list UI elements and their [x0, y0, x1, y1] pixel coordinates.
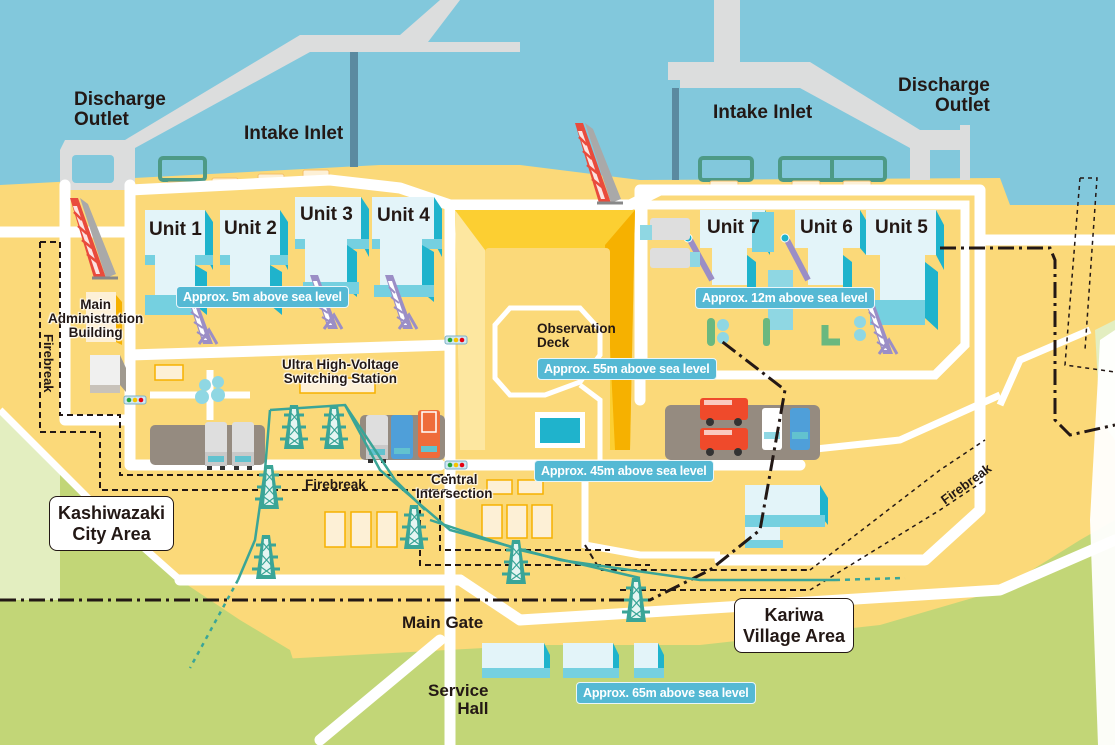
unit-2-label: Unit 2	[224, 218, 277, 239]
green-area-bottom	[170, 520, 1115, 745]
truck-icon	[232, 422, 254, 470]
truck-icon	[205, 422, 227, 470]
transmission-lines	[236, 403, 835, 582]
unit-4-label: Unit 4	[377, 205, 430, 226]
unit-1-label: Unit 1	[149, 219, 202, 240]
kariwa-village-area-label: Kariwa Village Area	[734, 598, 855, 654]
pier-right	[668, 0, 970, 180]
pool	[540, 418, 580, 443]
kashiwazaki-city-area-label: Kashiwazaki City Area	[49, 496, 175, 552]
discharge-outlet-right-label: Discharge Outlet	[898, 75, 990, 116]
truck-icon	[366, 415, 388, 463]
traffic-light-icon	[444, 460, 468, 470]
unit-buildings-1-4	[145, 197, 442, 315]
intake-inlet-right-label: Intake Inlet	[713, 102, 813, 123]
intake-inlet-left-label: Intake Inlet	[244, 123, 344, 144]
switching-station-building	[299, 377, 376, 394]
truck-icon	[640, 218, 700, 268]
elevation-badge-units-1-4: Approx. 5m above sea level	[176, 286, 349, 308]
switching-station-label: Ultra High-Voltage Switching Station	[282, 357, 399, 387]
observation-deck	[492, 305, 603, 398]
traffic-light-icon	[444, 335, 468, 345]
warehouse-buildings	[324, 479, 828, 678]
elevation-badge-observation-deck: Approx. 55m above sea level	[537, 358, 717, 380]
unit-7-label: Unit 7	[707, 217, 760, 238]
truck-icon	[391, 415, 413, 459]
unit-5-label: Unit 5	[875, 217, 928, 238]
firebreak-center-label: Firebreak	[305, 477, 366, 492]
unit-buildings-5-7	[700, 210, 944, 330]
fire-truck-icon	[418, 410, 440, 458]
pier-left	[60, 0, 520, 190]
fire-truck-icon	[700, 428, 748, 456]
service-hall-label: Service Hall	[428, 681, 489, 718]
unit-3-label: Unit 3	[300, 204, 353, 225]
truck-icon	[790, 408, 810, 450]
elevation-badge-service-hall: Approx. 65m above sea level	[576, 682, 756, 704]
main-admin-building-label: Main Administration Building	[48, 297, 144, 341]
unit-6-label: Unit 6	[800, 217, 853, 238]
elevation-badge-central: Approx. 45m above sea level	[534, 460, 714, 482]
main-gate-label: Main Gate	[402, 613, 484, 632]
intake-screen-left	[158, 156, 207, 182]
firebreak-left-label: Firebreak	[41, 334, 56, 393]
elevation-badge-units-5-7: Approx. 12m above sea level	[695, 287, 875, 309]
central-intersection-label: Central Intersection	[416, 472, 493, 502]
traffic-light-icon	[123, 395, 147, 405]
tanks	[195, 376, 225, 404]
fire-truck-icon	[700, 398, 748, 426]
boundary-line	[0, 246, 1115, 602]
observation-deck-label: Observation Deck	[537, 321, 616, 351]
discharge-outlet-left-label: Discharge Outlet	[74, 89, 166, 130]
main-admin-building	[86, 292, 126, 393]
